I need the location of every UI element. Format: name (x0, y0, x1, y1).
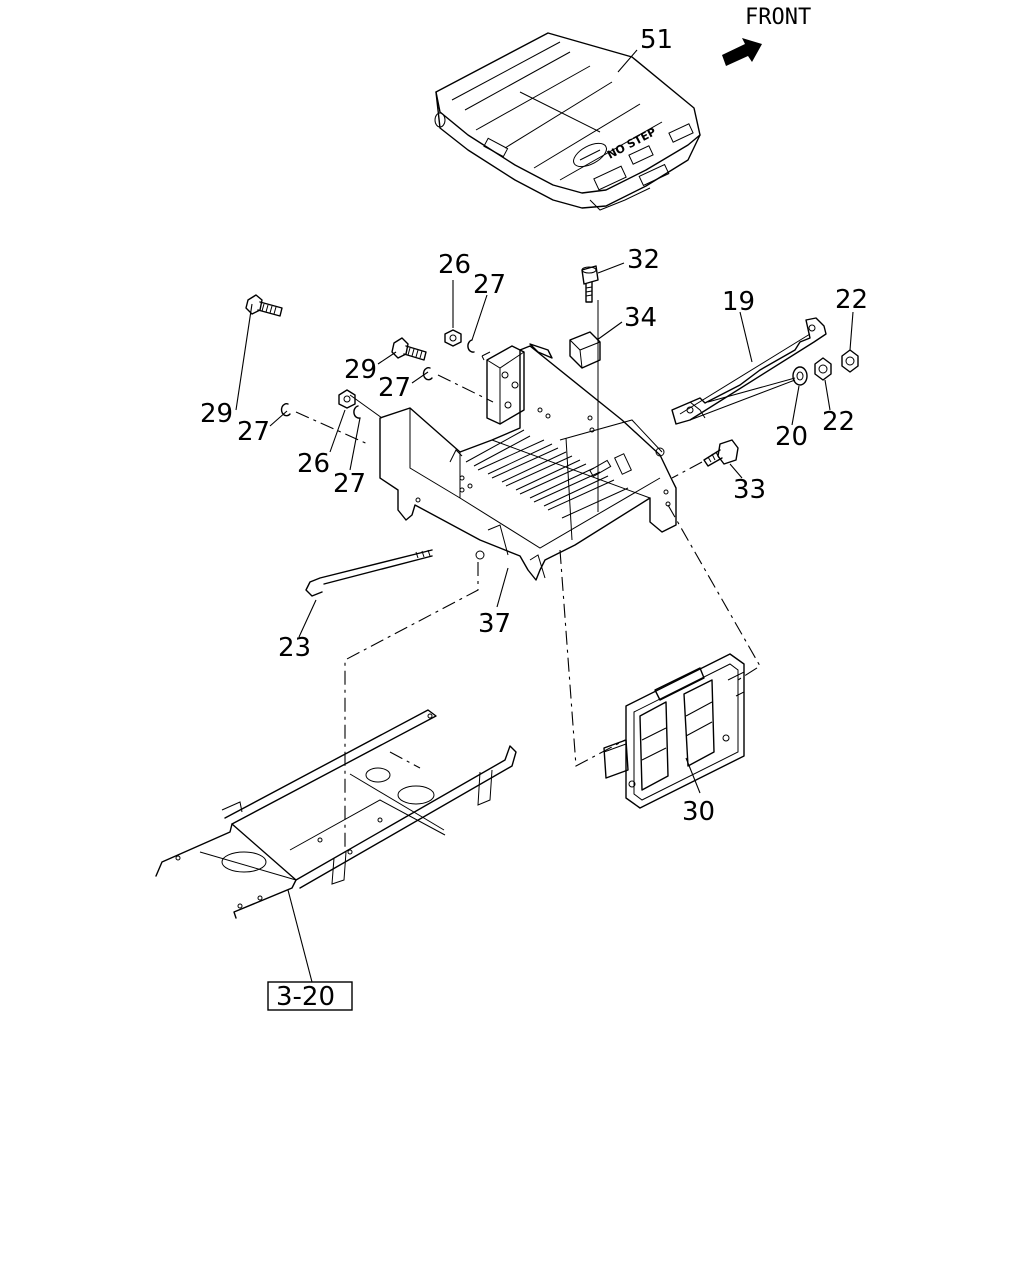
callout-26-lower: 26 (297, 449, 330, 479)
callout-27-bottom: 27 (333, 469, 366, 499)
callout-33: 33 (733, 475, 766, 505)
callout-51: 51 (640, 25, 673, 55)
callout-37: 37 (478, 609, 511, 639)
reference-box[interactable]: 3-20 (267, 981, 353, 1012)
hold-down-bracket (481, 343, 553, 425)
callout-29-lower: 29 (200, 399, 233, 429)
callout-22-lower: 22 (822, 407, 855, 437)
bolt-29-lower (245, 294, 283, 317)
nut-22-upper (841, 349, 859, 373)
bolt-33 (703, 439, 739, 467)
callout-22-upper: 22 (835, 285, 868, 315)
rod-23 (305, 549, 433, 597)
clip-27-lower (280, 403, 291, 417)
callout-34: 34 (624, 303, 657, 333)
callout-27-upper: 27 (473, 270, 506, 300)
callout-23: 23 (278, 633, 311, 663)
clamp-34 (569, 331, 601, 369)
bolt-29-upper (391, 337, 427, 361)
callout-27-lower: 27 (237, 417, 270, 447)
washer-20 (792, 366, 808, 386)
front-label: FRONT (745, 5, 811, 30)
clip-27-upper (467, 339, 475, 353)
hold-bar-19 (671, 317, 827, 425)
callout-30: 30 (682, 797, 715, 827)
battery-tray (379, 345, 677, 581)
nut-26-lower (338, 389, 356, 409)
plate-30 (603, 653, 745, 809)
callout-27-mid: 27 (378, 373, 411, 403)
battery-cover: NO STEP (434, 32, 701, 211)
callout-29-upper: 29 (344, 355, 377, 385)
callout-26-upper: 26 (438, 250, 471, 280)
chassis-frame (155, 709, 517, 919)
callout-32: 32 (627, 245, 660, 275)
nut-26-upper (444, 329, 462, 347)
clip-27-bottom (353, 405, 361, 419)
reference-label: 3-20 (276, 982, 335, 1012)
nut-22-lower (814, 357, 832, 381)
bolt-32 (581, 265, 599, 303)
callout-19: 19 (722, 287, 755, 317)
front-arrow-icon (722, 38, 762, 66)
callout-20: 20 (775, 422, 808, 452)
